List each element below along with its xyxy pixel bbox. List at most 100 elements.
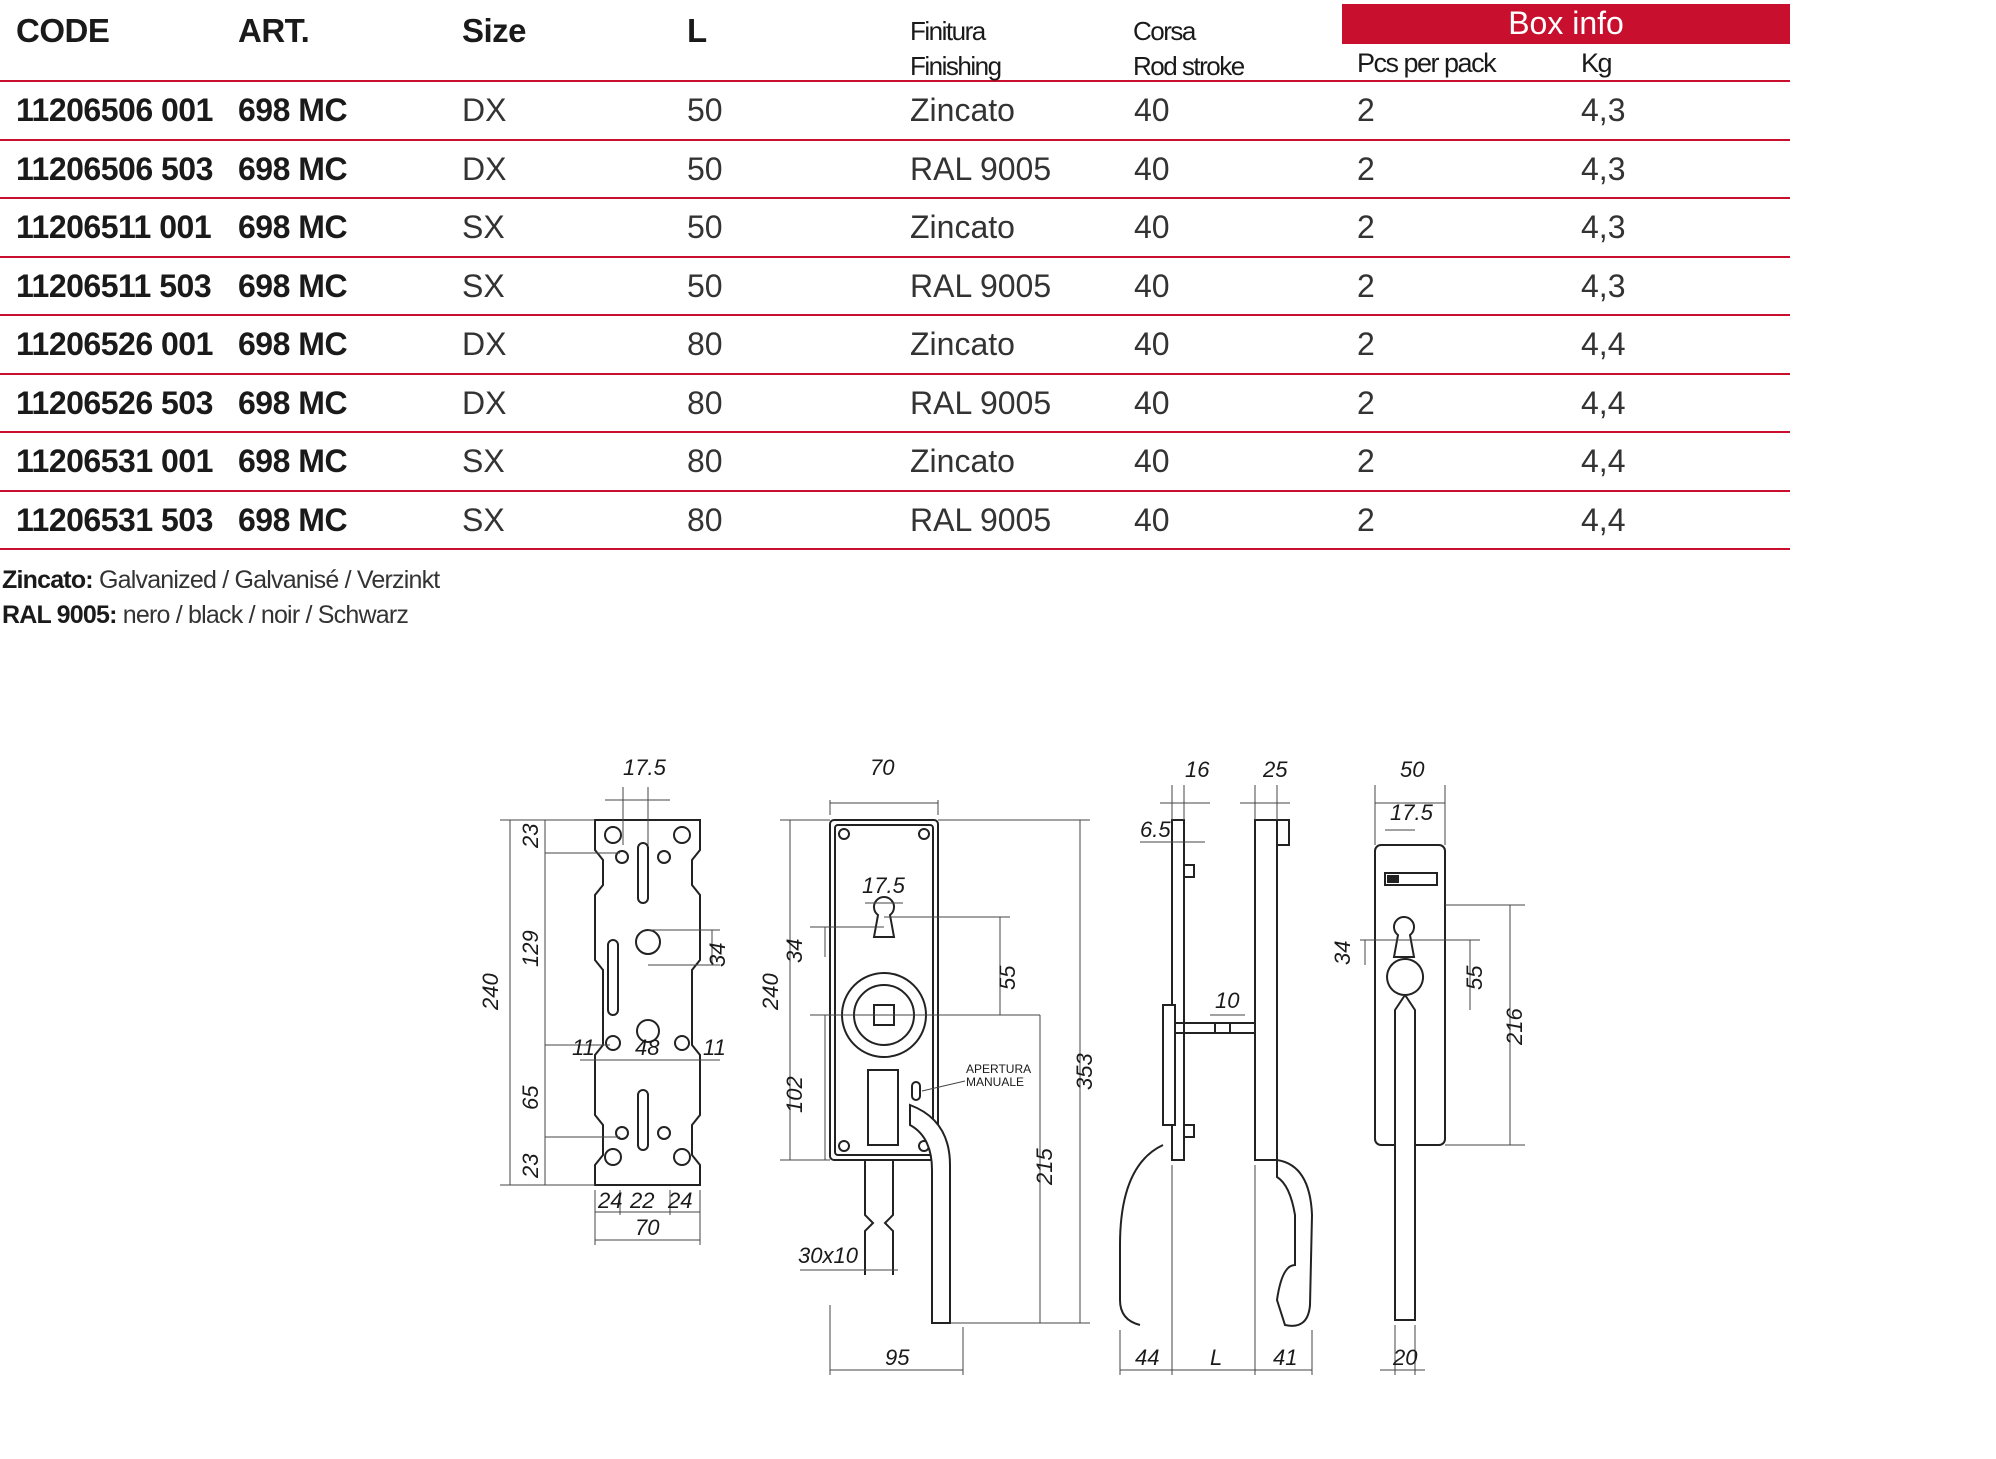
table-row: 11206531 001 698 MC SX 80 Zincato 40 2 4… (0, 433, 1790, 492)
side-spindle-knurl (1214, 1022, 1231, 1034)
side-lockbox-lip (1276, 819, 1290, 846)
note-zincato: Zincato: Galvanized / Galvanisé / Verzin… (2, 563, 440, 598)
spindle-hole (636, 1019, 660, 1043)
dim-240-front: 240 (758, 973, 783, 1011)
table-header: CODE ART. Size L Finitura Finishing Cors… (0, 4, 1790, 82)
box-info-divider (1342, 42, 1790, 44)
cell-art: 698 MC (238, 501, 348, 538)
dim-11-left: 11 (572, 1035, 595, 1060)
rod-break (864, 1160, 894, 1275)
plate-slot-bottom (637, 1089, 649, 1151)
back-keyhole (1392, 916, 1416, 958)
note-ral-desc: nero / black / noir / Schwarz (122, 601, 409, 629)
header-pcs: Pcs per pack (1357, 48, 1497, 78)
header-size: Size (462, 12, 527, 49)
cell-kg: 4,4 (1581, 443, 1626, 479)
header-stroke-en: Rod stroke (1133, 51, 1245, 81)
spec-table: CODE ART. Size L Finitura Finishing Cors… (0, 4, 1790, 550)
table-row: 11206506 503 698 MC DX 50 RAL 9005 40 2 … (0, 141, 1790, 199)
screw-icon (918, 828, 930, 840)
latch-window (867, 1069, 899, 1146)
dim-240-plate: 240 (480, 973, 503, 1011)
cell-finishing: Zincato (910, 326, 1015, 362)
cell-l: 50 (687, 209, 723, 245)
view-back: 50 17.5 34 55 216 20 (1330, 757, 1527, 1375)
cell-art: 698 MC (238, 209, 348, 245)
cell-stroke: 40 (1134, 267, 1170, 304)
brand-logo (1387, 875, 1399, 883)
cell-l: 80 (687, 326, 723, 362)
side-handle-inner (1119, 1144, 1164, 1326)
dim-50: 50 (1400, 757, 1425, 782)
cell-l: 80 (687, 443, 723, 479)
cell-pcs: 2 (1357, 326, 1375, 362)
plate-hole (673, 826, 691, 844)
cell-finishing: RAL 9005 (910, 267, 1052, 304)
dim-24-left: 24 (597, 1188, 622, 1213)
lock-front-plate (829, 819, 939, 1161)
plate-hole (615, 850, 629, 864)
cell-kg: 4,4 (1581, 326, 1626, 362)
cell-size: DX (462, 150, 507, 187)
dim-24-right: 24 (667, 1188, 692, 1213)
cell-pcs: 2 (1357, 150, 1375, 187)
manual-release (911, 1081, 921, 1101)
cell-pcs: 2 (1357, 443, 1375, 479)
cell-stroke: 40 (1134, 150, 1170, 187)
lock-front-inner (834, 824, 934, 1156)
cell-stroke: 40 (1134, 209, 1170, 245)
cell-kg: 4,3 (1581, 150, 1626, 187)
cell-size: DX (462, 326, 507, 362)
cell-l: 50 (687, 267, 723, 304)
cell-size: SX (462, 267, 505, 304)
cell-art: 698 MC (238, 326, 348, 362)
cell-pcs: 2 (1357, 501, 1375, 538)
cell-code: 11206511 001 (16, 209, 212, 245)
dim-34-plate: 34 (705, 943, 730, 967)
technical-drawing: 17.5 240 23 129 65 23 34 11 48 11 24 22 … (480, 755, 1527, 1375)
note-ral-term: RAL 9005: (2, 601, 117, 629)
dim-34-back: 34 (1330, 941, 1355, 965)
cell-code: 11206526 503 (16, 384, 213, 421)
cell-size: SX (462, 209, 505, 245)
cell-finishing: Zincato (910, 443, 1015, 479)
cell-art: 698 MC (238, 443, 348, 479)
cell-finishing: RAL 9005 (910, 501, 1052, 538)
plate-hole (673, 1148, 691, 1166)
dim-17-5-back: 17.5 (1390, 800, 1434, 825)
view-mounting-plate: 17.5 240 23 129 65 23 34 11 48 11 24 22 … (480, 755, 730, 1245)
dim-17-5-front: 17.5 (862, 873, 906, 898)
dim-102: 102 (782, 1076, 807, 1113)
dim-17-5-plate: 17.5 (623, 755, 667, 780)
header-code: CODE (16, 12, 110, 49)
cell-pcs: 2 (1357, 209, 1375, 245)
dim-55-front: 55 (995, 965, 1020, 990)
header-finishing-en: Finishing (910, 51, 1002, 81)
label-apertura: APERTURA (966, 1062, 1031, 1076)
dim-44: 44 (1135, 1345, 1159, 1370)
table-row: 11206531 503 698 MC SX 80 RAL 9005 40 2 … (0, 492, 1790, 550)
brand-plate (1384, 872, 1438, 886)
cell-finishing: Zincato (910, 92, 1015, 128)
cell-pcs: 2 (1357, 267, 1375, 304)
cell-kg: 4,3 (1581, 92, 1626, 128)
cell-art: 698 MC (238, 267, 348, 304)
screw-icon (838, 1140, 850, 1152)
cell-stroke: 40 (1134, 384, 1170, 421)
dim-70-front: 70 (870, 755, 895, 780)
plate-outline (594, 819, 701, 1186)
cylinder-keyhole (872, 896, 896, 938)
cell-stroke: 40 (1134, 501, 1170, 538)
screw-icon (838, 828, 850, 840)
plate-hole (657, 1126, 671, 1140)
cell-size: SX (462, 501, 505, 538)
view-side-section: 16 6.5 25 10 44 L 41 (1119, 757, 1314, 1375)
cell-size: SX (462, 443, 505, 479)
plate-slot-top (637, 842, 649, 904)
dim-129: 129 (518, 930, 543, 967)
table-row: 11206511 001 698 MC SX 50 Zincato 40 2 4… (0, 199, 1790, 258)
side-stud (1183, 864, 1195, 878)
dim-65: 65 (518, 1085, 543, 1110)
side-handle-base (1162, 1004, 1176, 1126)
cell-kg: 4,3 (1581, 209, 1626, 245)
